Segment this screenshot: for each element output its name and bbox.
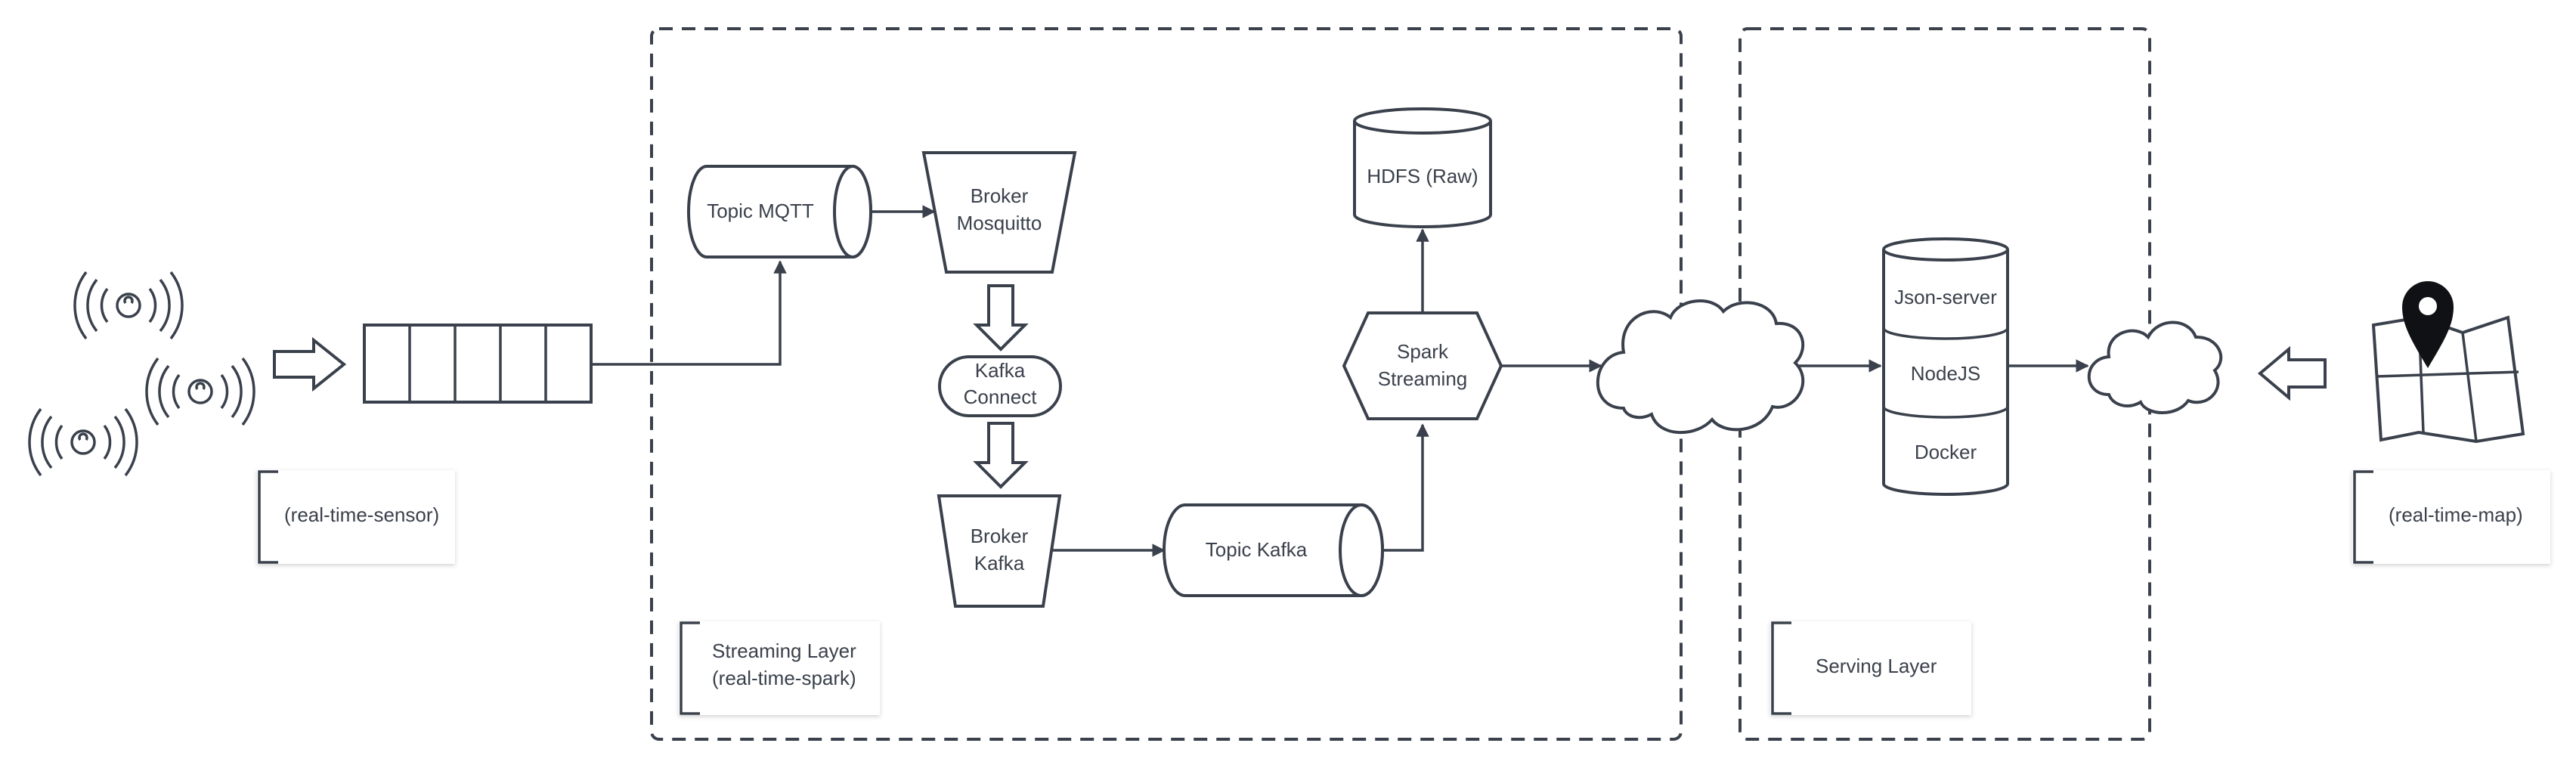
- json-server-label: Json-server: [1894, 286, 1997, 308]
- topic-kafka-label: Topic Kafka: [1206, 538, 1308, 561]
- server-stack-node: Json-server NodeJS Docker: [1882, 237, 2009, 496]
- spark-streaming-node: Spark Streaming: [1342, 311, 1503, 420]
- kafka-connect-label-line1: Kafka: [975, 359, 1026, 382]
- note-streaming-layer-line2: (real-time-spark): [712, 667, 856, 689]
- broker-mosquitto-label-line2: Mosquitto: [957, 212, 1042, 234]
- note-real-time-map-text: (real-time-map): [2389, 503, 2523, 526]
- broker-kafka-label-line2: Kafka: [974, 552, 1025, 574]
- note-serving-layer: Serving Layer: [1770, 621, 1971, 715]
- sensor-icon: [73, 271, 184, 340]
- hdfs-node: HDFS (Raw): [1353, 107, 1492, 228]
- note-real-time-sensor-text: (real-time-sensor): [284, 503, 439, 526]
- hdfs-label: HDFS (Raw): [1367, 165, 1478, 187]
- note-real-time-sensor: (real-time-sensor): [257, 470, 455, 564]
- docker-label: Docker: [1915, 441, 1977, 463]
- map-flow-arrow: [2257, 345, 2327, 401]
- broker-mosquitto-label-line1: Broker: [971, 184, 1029, 207]
- cloud-icon: [1596, 299, 1805, 435]
- topic-kafka-node: Topic Kafka: [1163, 503, 1384, 597]
- nodejs-label: NodeJS: [1911, 362, 1981, 385]
- sensor-queue: [363, 324, 593, 404]
- sensor-icon: [145, 357, 255, 426]
- spark-streaming-label-line2: Streaming: [1378, 367, 1468, 390]
- topic-kafka-to-spark-connector: [1382, 423, 1429, 552]
- queue-to-topic-mqtt-connector: [591, 260, 787, 366]
- topic-mqtt-label: Topic MQTT: [707, 200, 814, 222]
- kafka-connect-label-line2: Connect: [964, 386, 1038, 408]
- note-serving-layer-text: Serving Layer: [1816, 655, 1937, 677]
- sensor-flow-arrow: [273, 336, 347, 392]
- broker-to-kafka-connect-arrow: [973, 284, 1029, 351]
- cloud-icon: [2087, 320, 2223, 414]
- kafka-connect-to-broker-kafka-arrow: [973, 422, 1029, 489]
- sensor-icon: [28, 407, 138, 477]
- note-streaming-layer: Streaming Layer (real-time-spark): [679, 621, 880, 715]
- note-streaming-layer-line1: Streaming Layer: [712, 639, 856, 662]
- spark-streaming-label-line1: Spark: [1397, 340, 1449, 363]
- map-pin-icon: [2371, 281, 2525, 444]
- broker-kafka-node: Broker Kafka: [937, 494, 1062, 608]
- kafka-connect-node: Kafka Connect: [938, 355, 1062, 417]
- note-real-time-map: (real-time-map): [2352, 470, 2550, 564]
- broker-kafka-label-line1: Broker: [971, 525, 1029, 547]
- topic-mqtt-node: Topic MQTT: [687, 165, 872, 259]
- broker-mosquitto-node: Broker Mosquitto: [921, 151, 1077, 274]
